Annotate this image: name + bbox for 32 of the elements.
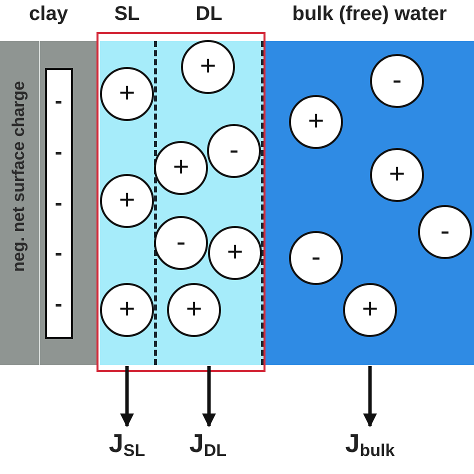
ion: + — [208, 226, 262, 280]
layer-heading: SL — [113, 2, 141, 27]
ion: + — [289, 95, 343, 149]
ion: + — [100, 283, 154, 337]
ion: + — [100, 174, 154, 228]
minus-sign: - — [54, 140, 64, 163]
ion: - — [418, 205, 472, 259]
ion: - — [154, 216, 208, 270]
ion: + — [343, 283, 397, 337]
minus-sign: - — [54, 90, 64, 112]
ion: + — [181, 40, 235, 94]
flux-label: J$_{DL}$ — [168, 428, 248, 461]
arrow — [120, 366, 134, 428]
flux-label: J$_{bulk}$ — [330, 428, 410, 461]
ion: - — [370, 54, 424, 108]
minus-sign: - — [54, 293, 64, 315]
arrow — [202, 366, 216, 428]
vertical-caption: neg. net surface charge — [9, 81, 29, 272]
minus-sign: - — [54, 192, 64, 214]
ion: + — [167, 283, 221, 337]
layer-heading: DL — [194, 2, 224, 27]
minus-sign: - — [54, 242, 64, 264]
layer-heading: clay — [28, 2, 69, 27]
layer-heading: bulk (free) water — [291, 2, 448, 27]
ion: + — [370, 148, 424, 202]
ion: - — [289, 231, 343, 285]
flux-label: J$_{SL}$ — [87, 428, 167, 461]
ion: - — [207, 124, 261, 178]
ion: + — [154, 141, 208, 195]
charge-strip — [45, 68, 73, 339]
ion: + — [100, 67, 154, 121]
arrow — [363, 366, 377, 428]
